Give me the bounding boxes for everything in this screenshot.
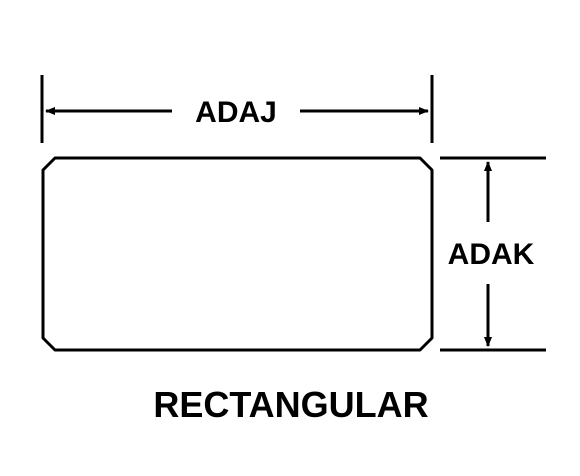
- rectangular-outline: [41, 156, 434, 352]
- height-dimension-label: ADAK: [448, 238, 535, 271]
- width-dimension-label: ADAJ: [195, 96, 277, 129]
- shape-name-caption: RECTANGULAR: [153, 384, 428, 425]
